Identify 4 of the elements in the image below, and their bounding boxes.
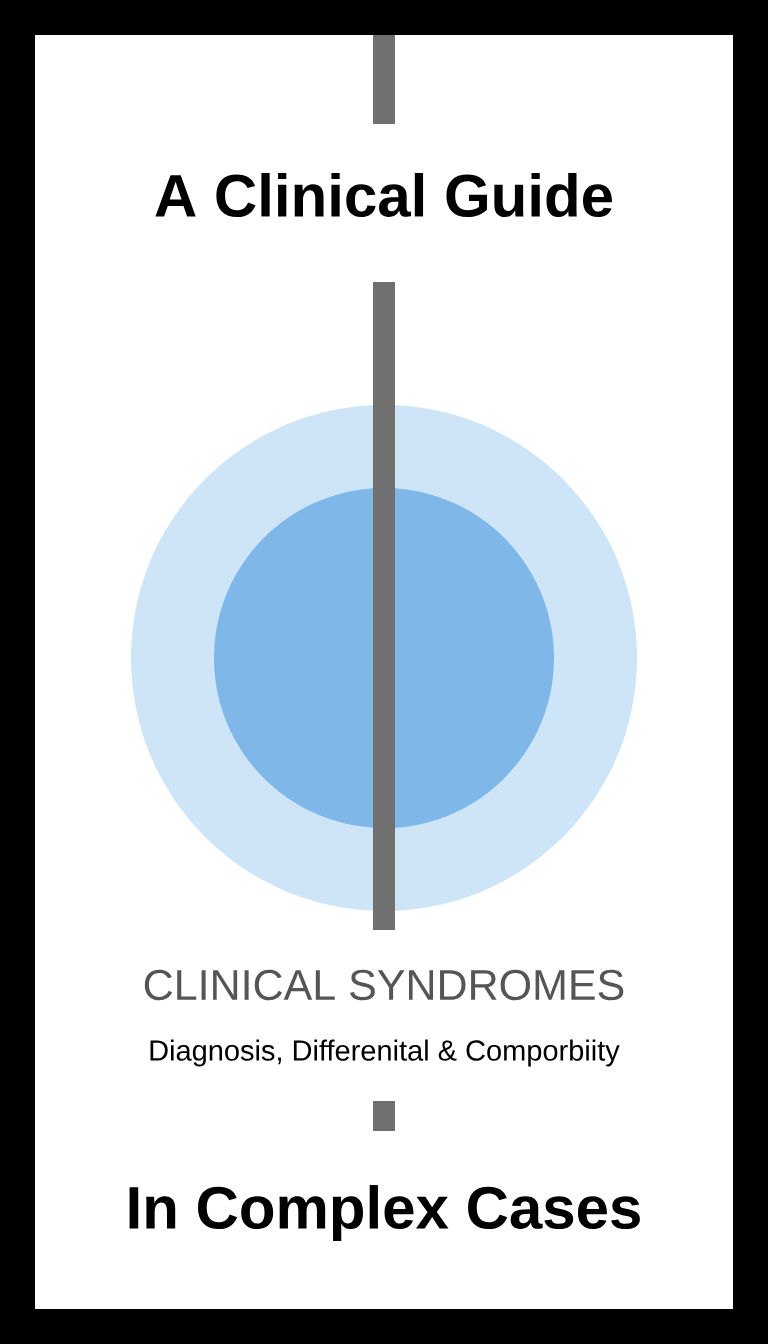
heading-text: CLINICAL SYNDROMES — [144, 969, 624, 1001]
tagline-text: In Complex Cases — [129, 1185, 640, 1241]
title-text: A Clinical Guide — [155, 173, 612, 218]
subtitle-text: Diagnosis, Differenital & Comporbiity — [150, 1039, 620, 1067]
